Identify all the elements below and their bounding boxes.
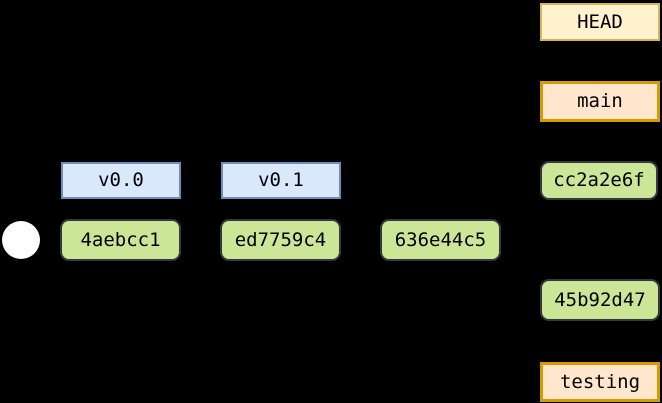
root-commit-node — [2, 221, 40, 259]
tag-v0-1: v0.1 — [221, 162, 341, 199]
commit-node-4aebcc1: 4aebcc1 — [60, 219, 181, 261]
commit-node-cc2a2e6f: cc2a2e6f — [540, 161, 658, 200]
commit-node-ed7759c4: ed7759c4 — [220, 219, 341, 261]
commit-node-45b92d47: 45b92d47 — [540, 279, 660, 321]
commit-node-636e44c5: 636e44c5 — [380, 219, 501, 261]
head-pointer-box: HEAD — [540, 3, 660, 41]
branch-label-main: main — [540, 81, 660, 122]
tag-v0-0: v0.0 — [61, 162, 181, 199]
branch-label-testing: testing — [540, 362, 660, 402]
